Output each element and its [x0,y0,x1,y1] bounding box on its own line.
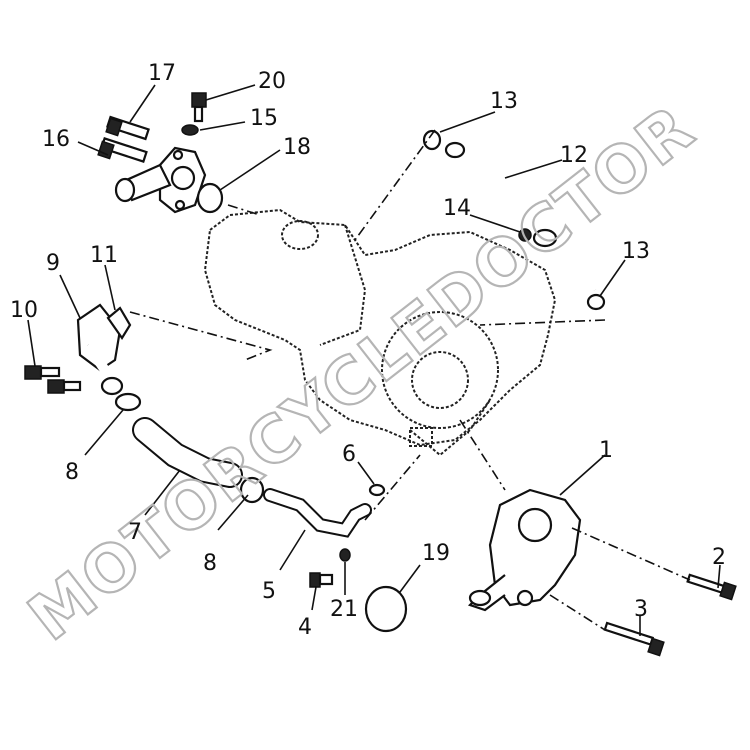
washer-15 [181,124,199,136]
callout-21: 21 [330,597,358,622]
bolt-2 [686,573,737,601]
pipe-12 [444,141,597,291]
clip-13-bottom [586,293,606,311]
bolts-10 [24,365,82,394]
callout-16: 16 [42,127,70,152]
o-ring-18 [196,182,224,214]
callout-9: 9 [46,251,60,276]
callout-13b: 13 [622,239,650,264]
callout-8b: 8 [203,551,217,576]
callout-18: 18 [283,135,311,160]
callout-10: 10 [10,298,38,323]
bolt-3 [603,621,665,657]
hose-7 [132,417,243,488]
bolt-20 [191,92,207,123]
pipe-5 [263,488,372,538]
callout-12: 12 [560,143,588,168]
clamp-8-upper [114,392,142,412]
callout-7: 7 [128,520,142,545]
gasket-11 [106,306,132,341]
callout-15: 15 [250,106,278,131]
leader-lines [27,84,721,636]
o-ring-6 [368,483,386,497]
callout-labels: 1 2 3 4 5 6 7 8 8 9 10 11 12 13 13 14 15… [10,61,726,640]
washer-21 [339,548,351,562]
thermostat-housing-assembly [97,115,207,214]
callout-4: 4 [298,615,312,640]
callout-13a: 13 [490,89,518,114]
watermark-text: MOTORCYCLEDOCTOR [16,91,709,655]
clip-13-top [422,129,442,151]
callout-1: 1 [599,438,613,463]
assembly-lines [129,129,691,631]
callout-14: 14 [443,196,471,221]
clamp-14 [518,228,558,248]
callout-3: 3 [634,597,648,622]
engine-block [203,208,557,457]
callout-2: 2 [712,545,726,570]
o-ring-19 [364,585,408,633]
callout-20: 20 [258,69,286,94]
callout-8a: 8 [65,460,79,485]
callout-6: 6 [342,442,356,467]
water-pump-1 [467,488,582,612]
drain-bolt-4 [309,572,334,588]
callout-17: 17 [148,61,176,86]
callout-11: 11 [90,243,118,268]
callout-5: 5 [262,579,276,604]
callout-19: 19 [422,541,450,566]
water-outlet-9 [76,303,124,396]
